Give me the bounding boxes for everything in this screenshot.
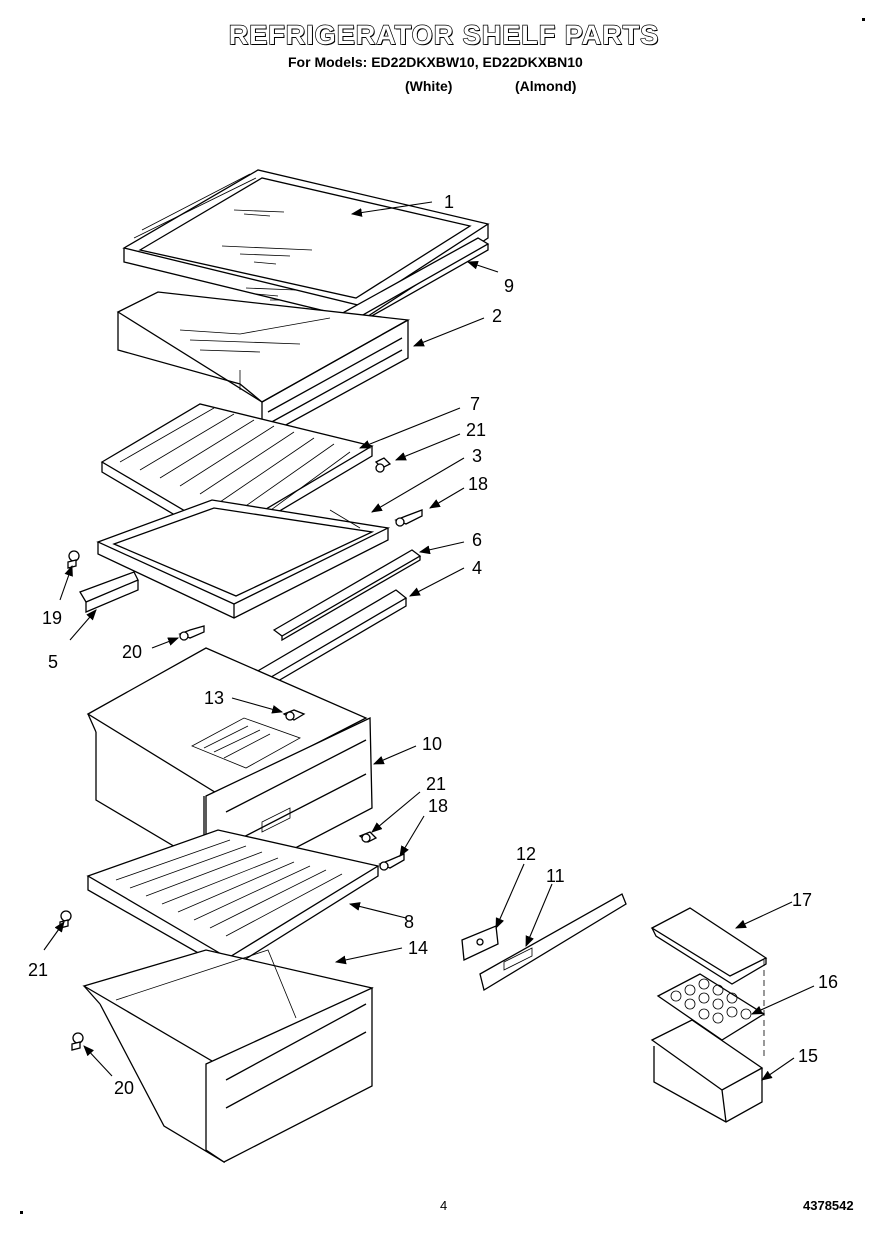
variant-almond: (Almond)	[515, 78, 577, 94]
callout-19: 19	[42, 608, 62, 628]
mounting-bar-part	[479, 893, 627, 992]
callout-21-bottom: 21	[28, 960, 48, 980]
drawer-cover-part	[86, 829, 380, 971]
diagram-title: REFRIGERATOR SHELF PARTS	[228, 19, 660, 50]
corner-mark	[20, 1211, 23, 1214]
callout-15: 15	[798, 1046, 818, 1066]
lower-drawer-part	[82, 949, 374, 1164]
callout-20-top: 20	[122, 642, 142, 662]
models-line: For Models: ED22DKXBW10, ED22DKXBN10	[288, 54, 583, 70]
side-bracket-part	[79, 571, 139, 613]
crisper-cover-frame-part	[96, 499, 391, 619]
callout-8: 8	[404, 912, 414, 932]
fastener-parts	[59, 457, 423, 1051]
glass-shelf-part	[122, 169, 490, 321]
leader-lines	[43, 201, 815, 1081]
callout-20-bottom: 20	[114, 1078, 134, 1098]
callout-13: 13	[204, 688, 224, 708]
trim-strip-part	[272, 549, 422, 642]
callout-21-mid: 21	[426, 774, 446, 794]
callout-5: 5	[48, 652, 58, 672]
page-number: 4	[440, 1198, 448, 1213]
callout-3: 3	[472, 446, 482, 466]
callout-1: 1	[444, 192, 454, 212]
callout-12: 12	[516, 844, 536, 864]
callout-9: 9	[504, 276, 514, 296]
callout-21-top: 21	[466, 420, 486, 440]
egg-bin-part	[650, 960, 765, 1123]
callout-18-mid: 18	[428, 796, 448, 816]
callout-7: 7	[470, 394, 480, 414]
upper-shelf-frame-part	[116, 291, 411, 440]
callout-18-top: 18	[468, 474, 488, 494]
bracket-plate-part	[461, 925, 499, 961]
callout-16: 16	[818, 972, 838, 992]
callout-17: 17	[792, 890, 812, 910]
callout-6: 6	[472, 530, 482, 550]
callout-11: 11	[546, 866, 565, 886]
corner-mark	[862, 18, 865, 21]
callout-14: 14	[408, 938, 428, 958]
callout-labels: 1 9 2 7 21 3 18 6 4 19 5 20 13 10 21 18 …	[28, 192, 838, 1098]
variant-white: (White)	[405, 78, 453, 94]
callout-10: 10	[422, 734, 442, 754]
document-number: 4378542	[803, 1198, 854, 1213]
callout-2: 2	[492, 306, 502, 326]
callout-4: 4	[472, 558, 482, 578]
egg-bin-lid-part	[650, 907, 768, 985]
